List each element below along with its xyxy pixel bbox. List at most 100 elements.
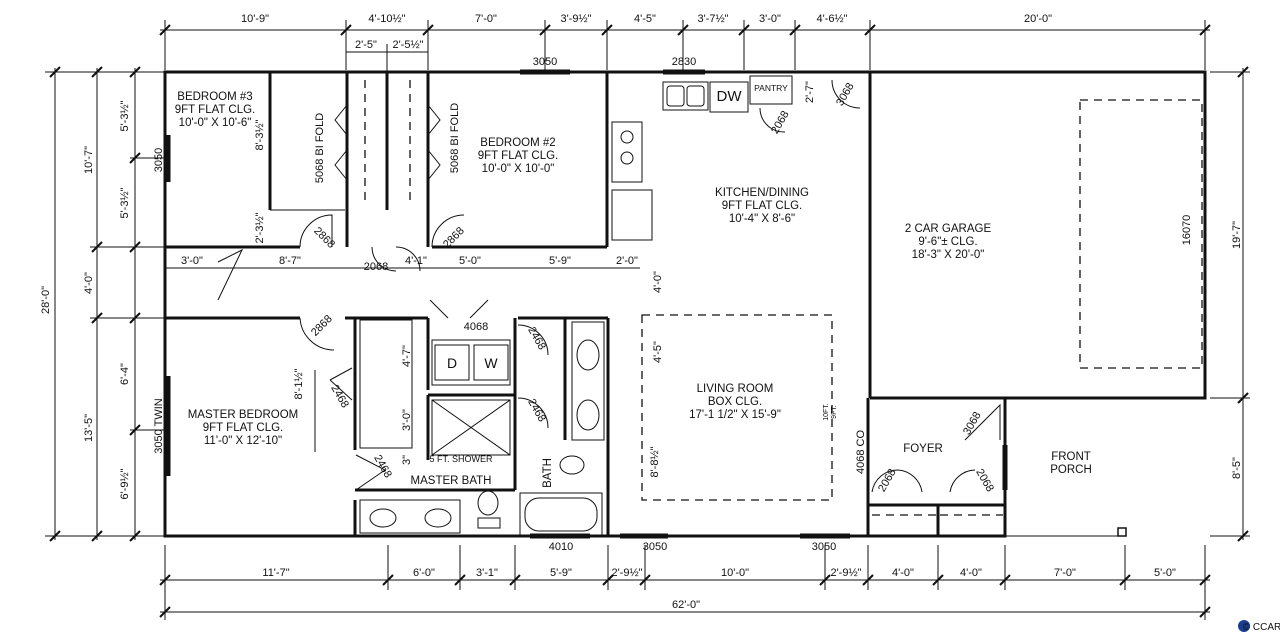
dim-hall-vertical: 4'-0": [652, 271, 664, 293]
dim-hall-0: 3'-0": [181, 255, 203, 267]
room-master-bedroom: MASTER BEDROOM 9FT FLAT CLG. 11'-0" X 12…: [188, 409, 299, 447]
box-ceiling-outline: [641, 314, 833, 501]
room-kitchen: KITCHEN/DINING 9FT FLAT CLG. 10'-4" X 8'…: [715, 187, 809, 225]
dim-bottom-6: 2'-9½": [830, 567, 861, 579]
dim-bottom-1: 6'-0": [413, 567, 435, 579]
kitchen-size: 10'-4" X 8'-6": [729, 213, 795, 225]
door-pantry: 2068: [769, 109, 792, 136]
bedroom3-ceiling: 9FT FLAT CLG.: [175, 104, 256, 116]
bedroom2-name: BEDROOM #2: [480, 137, 555, 149]
dim-hall-2: 4'-1": [405, 255, 427, 267]
door-bath-b: 2468: [525, 397, 548, 424]
washer-label: W: [484, 355, 498, 371]
dim-right-garage: 19'-7": [1231, 221, 1243, 249]
dim-overall-depth: 28'-0": [40, 286, 52, 314]
door-foyer-b: 2068: [973, 467, 996, 494]
dim-closet-1: 2'-5½": [392, 39, 423, 51]
window-master-bath: 4010: [549, 541, 573, 553]
doors: [217, 79, 1001, 493]
shower-label: 5 FT. SHOWER: [429, 454, 493, 464]
dim-closet-0: 2'-5": [355, 39, 377, 51]
pantry-label: PANTRY: [754, 83, 788, 93]
master-name: MASTER BEDROOM: [188, 409, 299, 421]
dim-b3-lower: 5'-3½": [119, 187, 131, 218]
bifold-closet-b: 5068 BI FOLD: [449, 103, 461, 173]
dim-mb-upper: 6'-4": [119, 363, 131, 385]
room-bedroom-2: BEDROOM #2 9FT FLAT CLG. 10'-0" X 10'-0": [478, 137, 559, 175]
ceiling-note-2: 9FT.: [831, 405, 838, 419]
door-master-bath: 2468: [371, 453, 394, 480]
living-ceiling: BOX CLG.: [708, 396, 762, 408]
dim-top-7: 4'-6½": [816, 13, 847, 25]
room-bath: BATH: [542, 458, 554, 488]
dim-shelf-b: 3'-0": [401, 409, 413, 431]
dim-bottom-0: 11'-7": [262, 567, 289, 579]
room-living: LIVING ROOM BOX CLG. 17'-1 1/2" X 15'-9": [689, 383, 781, 421]
porch-line-1: FRONT: [1051, 451, 1091, 463]
door-hall-closet: 2068: [364, 261, 388, 273]
door-bath-a: 2468: [525, 325, 548, 352]
dim-b3-door-offset: 2'-3½": [254, 212, 266, 243]
dim-mb-lower: 6'-9½": [119, 468, 131, 499]
ccar-watermark: © CCAR: [1238, 620, 1280, 633]
left-dimension-chain: 28'-0" 10'-7" 4'-0" 13'-5" 5'-3½" 5'-3½"…: [40, 66, 165, 542]
window-bedroom2: 3050: [533, 56, 557, 68]
dim-hall-5: 2'-0": [616, 255, 638, 267]
room-bedroom-3: BEDROOM #3 9FT FLAT CLG. 10'-0" X 10'-6": [175, 91, 256, 129]
dim-top-8: 20'-0": [1024, 13, 1052, 25]
door-laundry: 4068: [464, 321, 488, 333]
window-bedroom3: 3050: [153, 148, 165, 172]
bedroom2-size: 10'-0" X 10'-0": [482, 163, 555, 175]
master-size: 11'-0" X 12'-10": [204, 435, 282, 447]
door-foyer-c: 3068: [961, 410, 984, 437]
door-master: 2868: [309, 313, 335, 339]
dishwasher-label: DW: [717, 88, 743, 105]
bifold-doors: [334, 104, 441, 181]
dim-right-porch: 8'-5": [1231, 457, 1243, 479]
window-living-a: 3050: [643, 541, 667, 553]
dim-top-2: 7'-0": [475, 13, 497, 25]
door-foyer-a: 2068: [876, 467, 899, 494]
kitchen-ceiling: 9FT FLAT CLG.: [722, 200, 803, 212]
opening-callouts: 3050 3050 2830 5068 BI FOLD 5068 BI FOLD…: [153, 56, 1193, 553]
dim-living-top: 4'-5": [652, 341, 664, 363]
dim-top-1: 4'-10½": [368, 13, 405, 25]
dim-bottom-3: 5'-9": [550, 567, 572, 579]
hall-dimension-chain: 3'-0" 8'-7" 4'-1" 5'-0" 5'-9" 2'-0": [165, 255, 640, 269]
porch-line-2: PORCH: [1050, 464, 1092, 476]
dim-bottom-10: 5'-0": [1154, 567, 1176, 579]
dim-top-5: 3'-7½": [697, 13, 728, 25]
dim-hall-4: 5'-9": [549, 255, 571, 267]
dim-top-4: 4'-5": [634, 13, 656, 25]
top-dimension-chain: 10'-9" 4'-10½" 7'-0" 3'-9½" 4'-5" 3'-7½"…: [159, 13, 1211, 72]
dim-top-0: 10'-9": [241, 13, 269, 25]
ceiling-note-1: 10FT.: [823, 403, 830, 421]
right-dimension-chain: 19'-7" 8'-5": [1210, 66, 1250, 542]
interior-dimensions: 8'-3½" 2'-3½" 4'-0" 4'-5" 8'-1½" 4'-7" 3…: [254, 72, 816, 478]
living-size: 17'-1 1/2" X 15'-9": [689, 409, 781, 421]
garage-door: 16070: [1181, 215, 1193, 246]
dim-bottom-7: 4'-0": [892, 567, 914, 579]
bedroom3-name: BEDROOM #3: [177, 91, 252, 103]
master-ceiling: 9FT FLAT CLG.: [203, 422, 284, 434]
window-living-b: 3050: [812, 541, 836, 553]
door-garage-entry: 3068: [834, 81, 857, 108]
door-walk-in-closet: 2468: [328, 383, 351, 410]
dim-hall-1: 8'-7": [279, 255, 301, 267]
room-foyer: FOYER: [903, 443, 943, 455]
garage-door-swing: [1079, 99, 1203, 369]
dim-left-upper: 10'-7": [83, 146, 95, 174]
kitchen-name: KITCHEN/DINING: [715, 187, 809, 199]
dim-bottom-5: 10'-0": [721, 567, 749, 579]
fixtures: [270, 75, 793, 537]
dim-walk-in-closet: 8'-1½": [293, 368, 305, 399]
living-name: LIVING ROOM: [697, 383, 774, 395]
bedroom3-size: 10'-0" X 10'-6": [179, 117, 252, 129]
dim-left-lower: 13'-5": [83, 414, 95, 442]
dim-bottom-4: 2'-9½": [611, 567, 642, 579]
windows: [165, 69, 1008, 539]
window-master-twin: 3050 TWIN: [153, 398, 165, 453]
dim-top-6: 3'-0": [759, 13, 781, 25]
dim-living-side: 8'-8½": [649, 446, 661, 477]
